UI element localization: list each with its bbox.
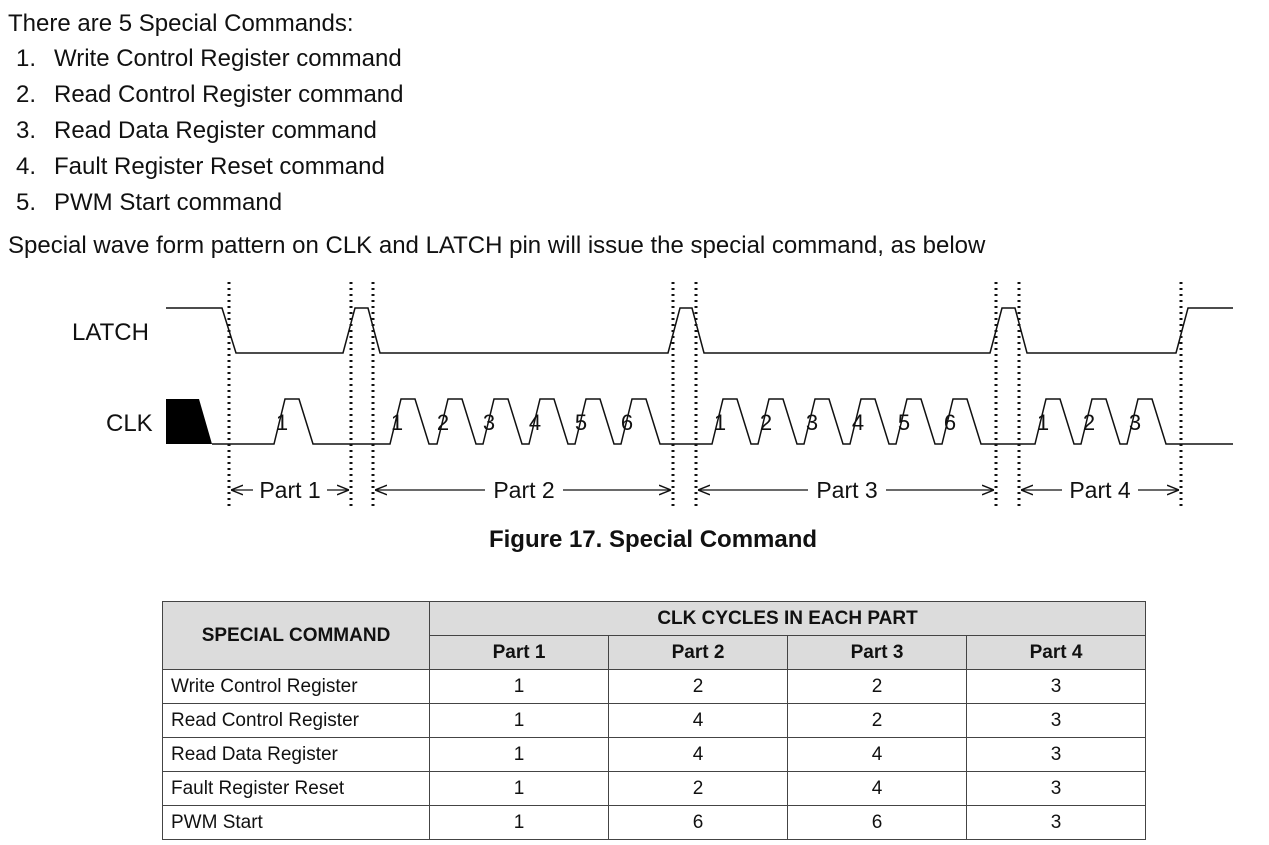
clk-cycle-number: 1 [276,410,288,435]
intro-text: There are 5 Special Commands: [8,10,354,37]
cycle-cell: 2 [608,669,788,704]
clk-cycle-number: 5 [575,410,587,435]
table-row: PWM Start 1 6 6 3 [162,805,1147,840]
timing-diagram: LATCH CLK 1 1 2 3 4 5 6 1 2 3 4 5 6 1 2 … [72,282,1233,506]
cycle-cell: 2 [787,669,967,704]
clk-cycle-number: 1 [391,410,403,435]
clk-cycle-number: 1 [1037,410,1049,435]
command-label: Read Data Register command [54,117,377,144]
cycle-cell: 4 [608,737,788,772]
table-row: Write Control Register 1 2 2 3 [162,669,1147,704]
table-row: Read Data Register 1 4 4 3 [162,737,1147,772]
clk-cycle-number: 2 [760,410,772,435]
list-item: 4.Fault Register Reset command [16,153,385,180]
list-item: 3.Read Data Register command [16,117,377,144]
clk-cycle-number: 1 [714,410,726,435]
cycle-cell: 2 [787,703,967,738]
cycle-cell: 3 [965,771,1147,806]
clk-cycle-number: 3 [1129,410,1141,435]
clk-signal-label: CLK [106,410,153,437]
part-label: Part 1 [259,477,320,503]
command-name-cell: Read Data Register [162,737,430,772]
description-text: Special wave form pattern on CLK and LAT… [8,232,986,259]
part-label: Part 3 [816,477,877,503]
command-name-cell: PWM Start [162,805,430,840]
part-label: Part 2 [493,477,554,503]
cycle-cell: 1 [429,805,609,840]
cycle-cell: 1 [429,737,609,772]
header-part-4: Part 4 [965,635,1147,670]
clk-cycle-number: 6 [944,410,956,435]
cycle-cell: 2 [608,771,788,806]
clk-cycle-number: 4 [852,410,864,435]
cycle-cell: 1 [429,771,609,806]
command-label: Write Control Register command [54,45,402,72]
clk-cycle-number: 6 [621,410,633,435]
header-clk-cycles: CLK CYCLES IN EACH PART [428,601,1147,636]
part-label: Part 4 [1069,477,1131,503]
clk-cycle-number: 3 [806,410,818,435]
special-command-table: SPECIAL COMMAND CLK CYCLES IN EACH PART … [162,601,1147,840]
cycle-cell: 4 [787,771,967,806]
cycle-cell: 1 [429,703,609,738]
cycle-cell: 1 [429,669,609,704]
latch-signal-label: LATCH [72,319,149,346]
cycle-cell: 6 [787,805,967,840]
clk-cycle-number: 2 [1083,410,1095,435]
header-part-3: Part 3 [787,635,967,670]
clk-waveform [212,398,1233,445]
cycle-cell: 4 [608,703,788,738]
command-list: 1.Write Control Register command 2.Read … [16,41,404,221]
command-label: Read Control Register command [54,81,404,108]
part-boundaries [227,282,1183,506]
list-item: 5.PWM Start command [16,189,283,216]
cycle-cell: 6 [608,805,788,840]
clk-cycle-number: 3 [483,410,495,435]
cycle-cell: 4 [787,737,967,772]
clk-cycle-number: 5 [898,410,910,435]
figure-caption: Figure 17. Special Command [488,526,818,553]
cycle-cell: 3 [965,805,1147,840]
header-part-2: Part 2 [608,635,788,670]
table-row: Fault Register Reset 1 2 4 3 [162,771,1147,806]
cycle-cell: 3 [965,703,1147,738]
cycle-cell: 3 [965,669,1147,704]
header-special-command: SPECIAL COMMAND [162,601,430,670]
clk-cycle-number: 4 [529,410,541,435]
clk-burst-block [166,399,212,444]
latch-waveform [166,307,1233,354]
command-label: Fault Register Reset command [54,153,385,180]
cycle-cell: 3 [965,737,1147,772]
command-name-cell: Write Control Register [162,669,430,704]
clk-cycle-number: 2 [437,410,449,435]
command-name-cell: Fault Register Reset [162,771,430,806]
list-item: 2.Read Control Register command [16,81,404,108]
table-row: Read Control Register 1 4 2 3 [162,703,1147,738]
command-label: PWM Start command [54,189,283,216]
header-part-1: Part 1 [429,635,609,670]
command-name-cell: Read Control Register [162,703,430,738]
list-item: 1.Write Control Register command [16,45,402,72]
